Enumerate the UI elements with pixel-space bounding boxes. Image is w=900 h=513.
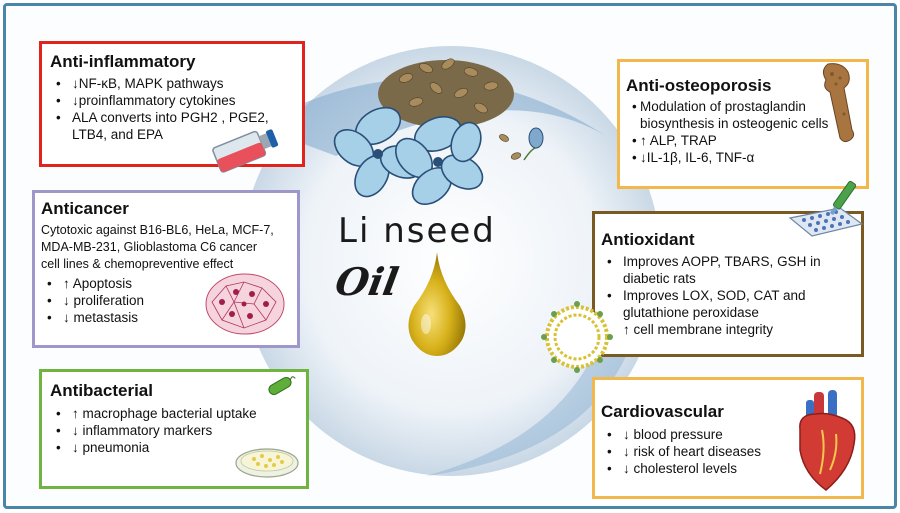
description-line: Cytotoxic against B16-BL6, HeLa, MCF-7, <box>41 223 274 237</box>
antioxidant-heading: Antioxidant <box>601 230 695 249</box>
list-item: ↓proinflammatory cytokines <box>50 92 294 109</box>
bone-icon <box>822 63 855 143</box>
list-item: ↑ Apoptosis <box>41 275 291 292</box>
list-item: ↑ macrophage bacterial uptake <box>50 405 298 422</box>
list-continuation: diabetic rats <box>623 271 696 286</box>
list-item: ↓ inflammatory markers <box>50 422 298 439</box>
lipid-membrane-icon <box>541 301 613 373</box>
cardiovascular-list: ↓ blood pressure ↓ risk of heart disease… <box>601 426 855 477</box>
diagram-frame: Anti-inflammatory ↓NF-κB, MAPK pathways … <box>3 3 897 509</box>
list-item: ↓ metastasis <box>41 309 291 326</box>
list-item: Modulation of prostaglandin <box>626 98 860 115</box>
antioxidant-box: Antioxidant Improves AOPP, TBARS, GSH in… <box>592 211 864 357</box>
list-item: ↑ ALP, TRAP <box>626 132 860 149</box>
anti-inflammatory-box: Anti-inflammatory ↓NF-κB, MAPK pathways … <box>39 41 305 167</box>
list-item: ↓IL-1β, IL-6, TNF-α <box>626 149 860 166</box>
heart-icon <box>799 390 856 491</box>
anti-inflammatory-list: ↓NF-κB, MAPK pathways ↓proinflammatory c… <box>50 75 294 126</box>
list-continuation: biosynthesis in osteogenic cells <box>640 116 829 131</box>
description-line: MDA-MB-231, Glioblastoma C6 cancer <box>41 240 258 254</box>
list-item: ↓ cholesterol levels <box>601 460 855 477</box>
list-item: ↓ proliferation <box>41 292 291 309</box>
list-item: ↑ cell membrane integrity <box>623 322 774 337</box>
petri-dish-icon <box>235 448 299 478</box>
bacterium-icon <box>268 376 296 395</box>
cancer-cells-icon <box>205 273 285 335</box>
anti-osteoporosis-list-2: ↑ ALP, TRAP ↓IL-1β, IL-6, TNF-α <box>626 132 860 166</box>
culture-flask-icon <box>212 129 279 173</box>
list-item: ↓ risk of heart diseases <box>601 443 855 460</box>
list-item: Improves AOPP, TBARS, GSH in <box>601 253 855 270</box>
anticancer-box: Anticancer Cytotoxic against B16-BL6, He… <box>32 190 300 348</box>
title-oil: Oil <box>332 259 402 304</box>
anticancer-description: Cytotoxic against B16-BL6, HeLa, MCF-7, … <box>41 222 291 273</box>
description-line: cell lines & chemopreventive effect <box>41 257 234 271</box>
list-item: ↓NF-κB, MAPK pathways <box>50 75 294 92</box>
list-item: ALA converts into PGH2 , PGE2, <box>50 109 294 126</box>
anticancer-heading: Anticancer <box>41 199 129 218</box>
list-item: Improves LOX, SOD, CAT and <box>601 287 855 304</box>
cardiovascular-heading: Cardiovascular <box>601 402 724 421</box>
linseed-flower-icon <box>333 58 544 206</box>
antioxidant-list: Improves AOPP, TBARS, GSH in <box>601 253 855 270</box>
antibacterial-list: ↑ macrophage bacterial uptake ↓ inflamma… <box>50 405 298 456</box>
title-linseed: Li nseed <box>338 211 496 251</box>
antioxidant-list-2: Improves LOX, SOD, CAT and <box>601 287 855 304</box>
anti-osteoporosis-list: Modulation of prostaglandin <box>626 98 860 115</box>
well-plate-icon <box>788 180 864 237</box>
list-item: ↓ pneumonia <box>50 439 298 456</box>
anti-osteoporosis-heading: Anti-osteoporosis <box>626 76 772 95</box>
list-continuation: LTB4, and EPA <box>72 127 164 142</box>
list-continuation: glutathione peroxidase <box>623 305 759 320</box>
anticancer-list: ↑ Apoptosis ↓ proliferation ↓ metastasis <box>41 275 291 326</box>
anti-inflammatory-heading: Anti-inflammatory <box>50 52 196 71</box>
antibacterial-heading: Antibacterial <box>50 381 153 400</box>
list-item: ↓ blood pressure <box>601 426 855 443</box>
oil-drop-icon <box>408 252 466 356</box>
